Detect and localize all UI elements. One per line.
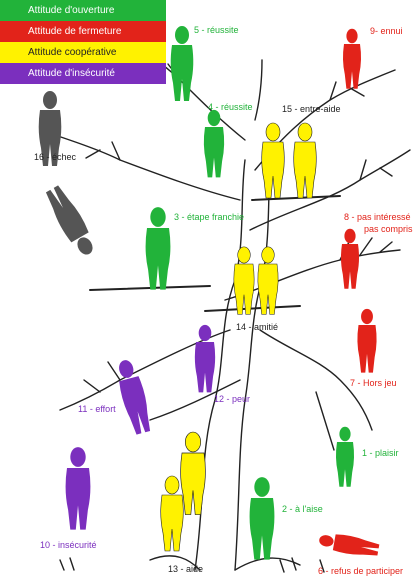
- figure-12-peur: [195, 325, 215, 393]
- figure-14-amitie-a: [234, 247, 254, 315]
- label-12: 12 - peur: [214, 394, 250, 404]
- legend: Attitude d'ouverture Attitude de fermetu…: [0, 0, 166, 84]
- figure-16-echec-b: [42, 183, 99, 259]
- label-3: 3 - étape franchie: [174, 212, 244, 222]
- figure-10-insecurite: [66, 447, 91, 529]
- label-4: 4 - réussite: [208, 102, 253, 112]
- figure-5-reussite: [171, 26, 194, 101]
- figure-13-aide-a: [161, 476, 184, 551]
- figure-1-plaisir: [336, 427, 354, 487]
- figure-6-refus: [318, 531, 380, 559]
- figure-15-entre-aide-a: [262, 123, 285, 198]
- label-2: 2 - à l'aise: [282, 504, 323, 514]
- figure-7-hors-jeu: [357, 309, 376, 373]
- label-5: 5 - réussite: [194, 25, 239, 35]
- figure-11-effort: [113, 357, 154, 435]
- label-15: 15 - entre-aide: [282, 104, 341, 114]
- legend-item-fermeture: Attitude de fermeture: [0, 21, 166, 42]
- tree-illustration: [40, 40, 410, 572]
- figure-3-etape-franchie: [146, 207, 171, 290]
- figure-14-amitie-b: [258, 247, 278, 315]
- label-14: 14 - amitié: [236, 322, 278, 332]
- label-8b: pas compris: [364, 224, 413, 234]
- legend-item-insecurite: Attitude d'insécurité: [0, 63, 166, 84]
- figure-8-pas-interesse: [341, 229, 359, 289]
- label-6: 6 - refus de participer: [318, 566, 403, 576]
- legend-item-cooperative: Attitude coopérative: [0, 42, 166, 63]
- label-8a: 8 - pas intéressé: [344, 212, 411, 222]
- figure-9-ennui: [343, 29, 361, 89]
- label-7: 7 - Hors jeu: [350, 378, 397, 388]
- label-11: 11 - effort: [78, 404, 116, 414]
- figure-2-a-laise: [250, 477, 275, 559]
- label-9: 9- ennui: [370, 26, 403, 36]
- label-16: 16 - échec: [34, 152, 77, 162]
- label-13: 13 - aide: [168, 564, 203, 574]
- label-10: 10 - insécurité: [40, 540, 97, 550]
- figure-15-entre-aide-b: [294, 123, 317, 198]
- label-1: 1 - plaisir: [362, 448, 399, 458]
- figure-13-aide-b: [181, 432, 206, 514]
- legend-item-ouverture: Attitude d'ouverture: [0, 0, 166, 21]
